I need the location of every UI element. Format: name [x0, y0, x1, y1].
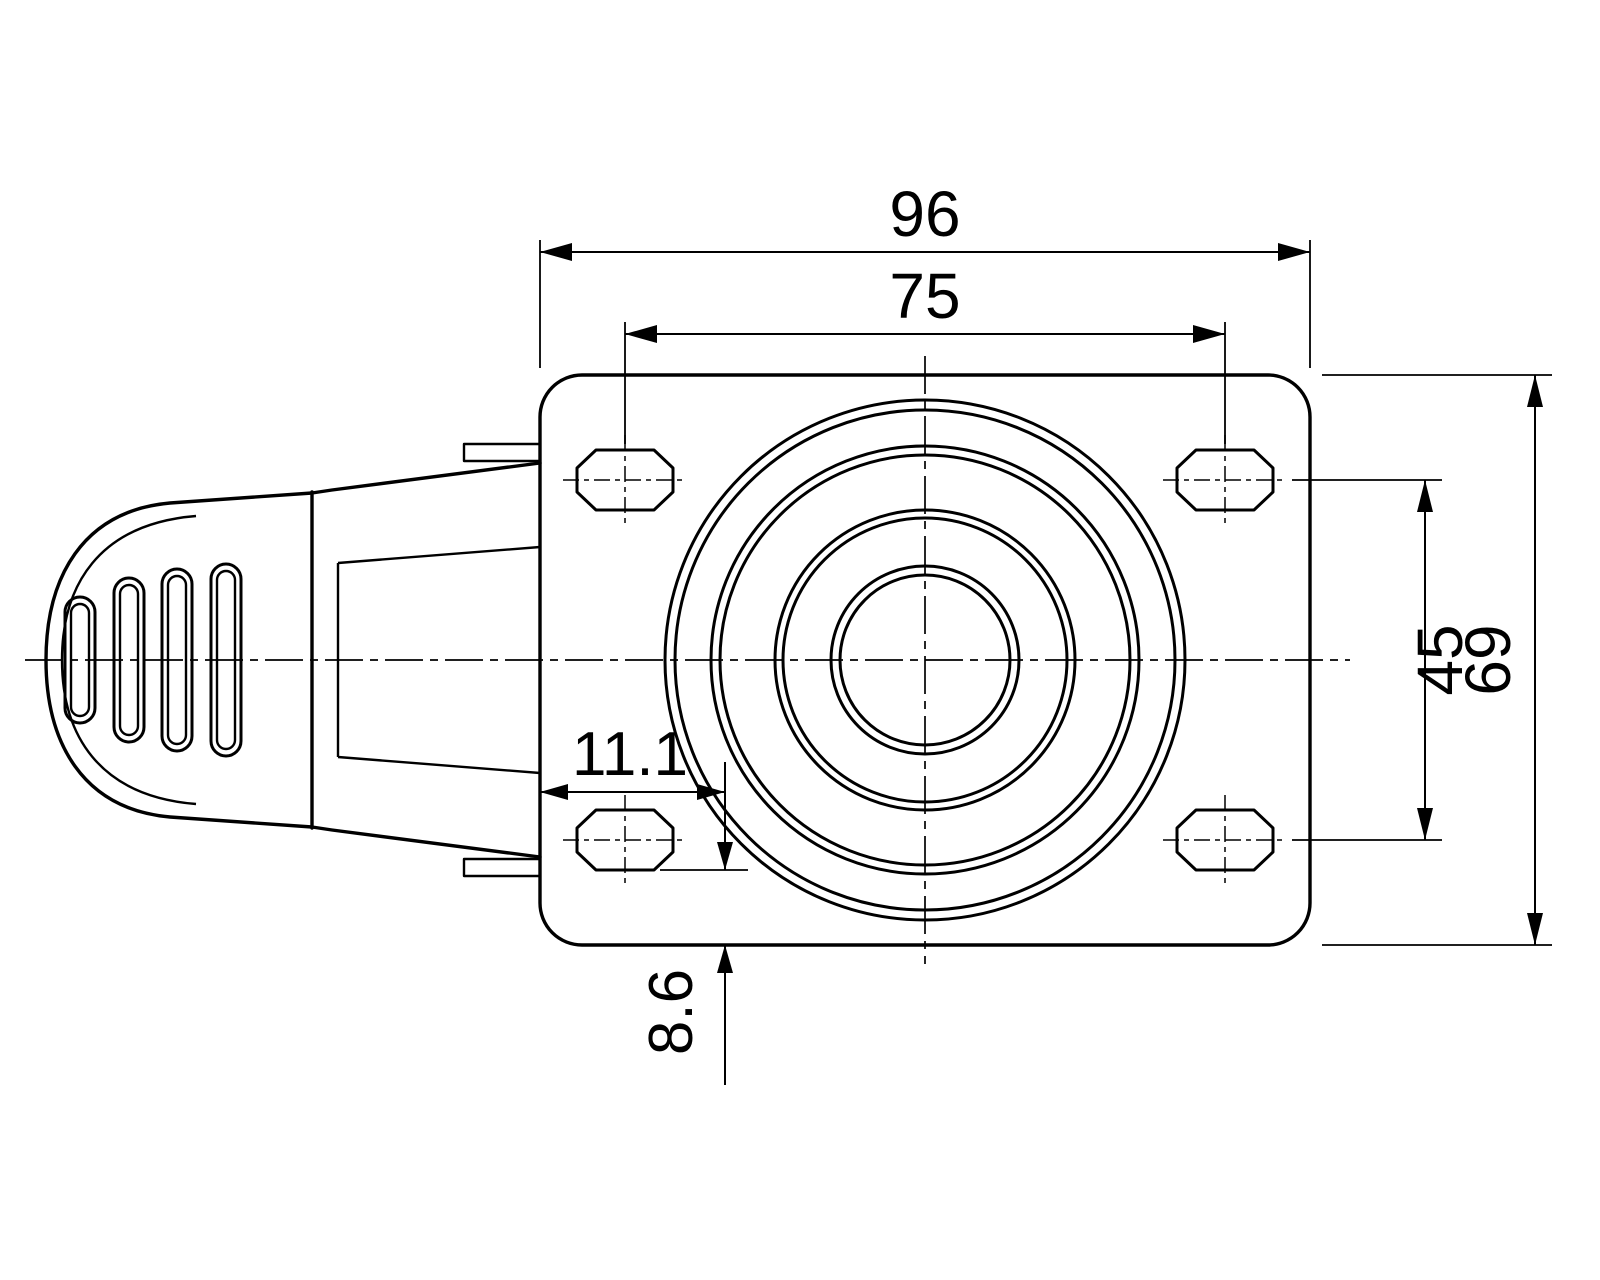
arrowhead-bottom: [1527, 913, 1543, 945]
dimension-bolt-spacing-vertical: 45: [1292, 479, 1476, 841]
dimension-label-overall-width: 96: [889, 178, 960, 250]
bolt-hole-bottom-left: [575, 808, 675, 872]
dimension-bolt-spacing-horizontal: 75: [624, 260, 1226, 444]
dimension-label-bolt-spacing-horizontal: 75: [889, 260, 960, 332]
fork-inner-bottom: [337, 755, 541, 775]
bolt-hole-top-right: [1175, 448, 1275, 512]
arrowhead-top: [1527, 375, 1543, 407]
centerlines: [25, 356, 1350, 964]
fork-top-tab: [462, 442, 540, 463]
arrowhead-left: [540, 784, 568, 800]
fork-bottom-edge: [310, 825, 542, 859]
arrowhead-bottom: [717, 945, 733, 973]
arrowhead-right: [697, 784, 725, 800]
dimension-hole-to-plate-edge: 8.6: [637, 762, 748, 1085]
arrowhead-top: [1417, 480, 1433, 512]
arrowhead-left: [540, 243, 572, 261]
fork-top-edge: [310, 461, 542, 495]
arrowhead-bottom: [1417, 808, 1433, 840]
fork-bottom-tab: [462, 857, 540, 878]
arrowhead-left: [625, 325, 657, 343]
bolt-hole-top-left: [575, 448, 675, 512]
dimension-edge-to-hole: 11.1: [540, 720, 725, 800]
arrowhead-right: [1193, 325, 1225, 343]
bolt-hole-bottom-right: [1175, 808, 1275, 872]
dimension-label-hole-to-plate-edge: 8.6: [637, 969, 706, 1055]
dimension-label-edge-to-hole: 11.1: [572, 720, 688, 789]
dimension-label-bolt-spacing-vertical: 45: [1404, 624, 1476, 695]
arrowhead-top: [717, 842, 733, 870]
dimension-overall-width: 96: [539, 178, 1311, 368]
dimension-label-plate-depth: 69: [1452, 624, 1524, 695]
dimension-plate-depth: 69: [1322, 374, 1552, 946]
fork-inner-top: [337, 545, 541, 565]
bolt-holes: [575, 448, 1275, 872]
arrowhead-right: [1278, 243, 1310, 261]
bolt-hole-centerlines: [563, 435, 1287, 885]
